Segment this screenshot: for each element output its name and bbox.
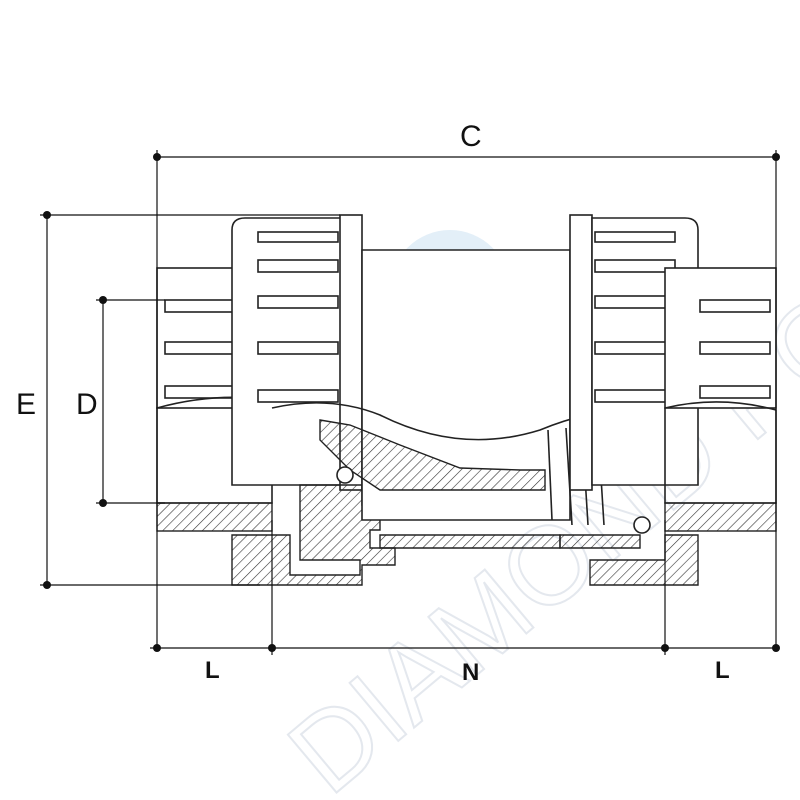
- dimension-lines: [40, 150, 780, 655]
- dimension-label-c: C: [460, 120, 482, 153]
- valve-body: [271, 249, 666, 549]
- dimension-label-e: E: [16, 388, 36, 421]
- dimension-label-d: D: [76, 388, 98, 421]
- left-end-connector: [156, 267, 273, 532]
- dimension-label-l-left: L: [205, 657, 220, 684]
- dimension-label-l-right: L: [715, 657, 730, 684]
- left-union-nut: [231, 214, 396, 586]
- right-end-connector: [664, 267, 777, 532]
- dimension-label-n: N: [462, 659, 479, 686]
